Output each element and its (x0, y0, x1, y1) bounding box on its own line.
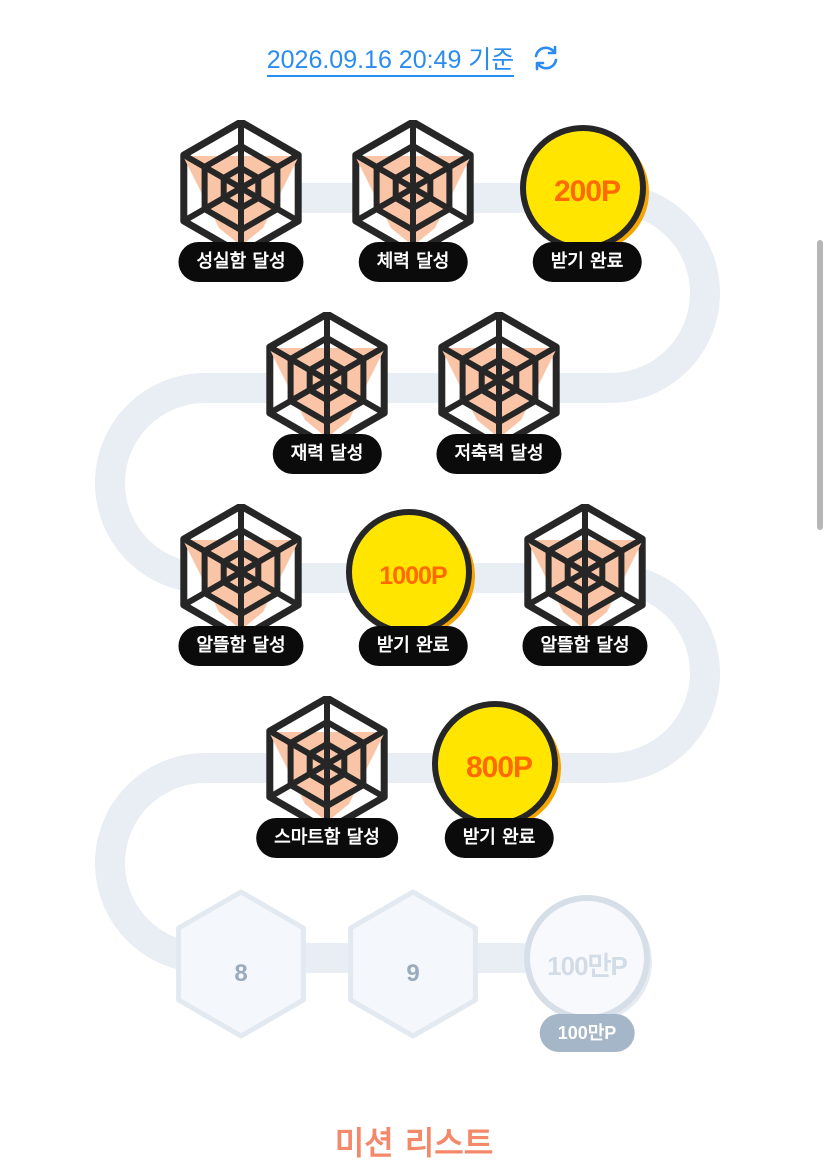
spider-web-badge-icon (352, 120, 474, 250)
locked-step-9: 9 (338, 888, 488, 1058)
locked-hexagon-icon (176, 889, 306, 1039)
locked-step-8: 8 (166, 888, 316, 1058)
scrollbar[interactable] (817, 240, 823, 530)
spider-web-badge-icon (266, 696, 388, 826)
badge-label: 저축력 달성 (436, 434, 562, 474)
badge-smart[interactable]: 스마트함 달성 (252, 696, 402, 866)
reward-status-label: 받기 완료 (532, 242, 642, 282)
reward-amount-label: 100만P (539, 1014, 635, 1052)
timestamp-bar: 2026.09.16 20:49 기준 (0, 40, 828, 80)
locked-coin-reward: 100만P 100만P (512, 888, 662, 1058)
badge-label: 재력 달성 (272, 434, 382, 474)
badge-label: 스마트함 달성 (256, 818, 398, 858)
badge-saving[interactable]: 저축력 달성 (424, 312, 574, 482)
coin-amount: 800P (465, 751, 533, 784)
coin-icon (432, 701, 561, 826)
coin-amount: 1000P (379, 562, 447, 590)
spider-web-badge-icon (180, 504, 302, 634)
reward-status-label: 받기 완료 (358, 626, 468, 666)
locked-coin-icon (524, 895, 652, 1018)
step-number: 9 (406, 960, 420, 987)
badge-diligence[interactable]: 성실함 달성 (166, 120, 316, 290)
spider-web-badge-icon (266, 312, 388, 442)
coin-amount: 200P (553, 175, 621, 208)
badge-frugal-2[interactable]: 알뜰함 달성 (510, 504, 660, 674)
refresh-icon[interactable] (531, 43, 561, 80)
badge-label: 성실함 달성 (178, 242, 304, 282)
spider-web-badge-icon (438, 312, 560, 442)
coin-icon (520, 125, 649, 250)
badge-stamina[interactable]: 체력 달성 (338, 120, 488, 290)
badge-frugal-1[interactable]: 알뜰함 달성 (166, 504, 316, 674)
badge-wealth[interactable]: 재력 달성 (252, 312, 402, 482)
coin-800[interactable]: 800P 받기 완료 (424, 696, 574, 866)
coin-200[interactable]: 200P 받기 완료 (512, 120, 662, 290)
step-number: 8 (234, 960, 248, 987)
locked-hexagon-icon (348, 889, 478, 1039)
coin-amount: 100만P (547, 951, 628, 981)
reward-status-label: 받기 완료 (444, 818, 554, 858)
coin-1000[interactable]: 1000P 받기 완료 (338, 504, 488, 674)
coin-icon (346, 509, 475, 634)
badge-label: 알뜰함 달성 (522, 626, 648, 666)
spider-web-badge-icon (524, 504, 646, 634)
spider-web-badge-icon (180, 120, 302, 250)
timestamp-text[interactable]: 2026.09.16 20:49 기준 (266, 46, 515, 77)
badge-label: 체력 달성 (358, 242, 468, 282)
badge-label: 알뜰함 달성 (178, 626, 304, 666)
mission-list-title: 미션 리스트 (334, 1124, 494, 1162)
